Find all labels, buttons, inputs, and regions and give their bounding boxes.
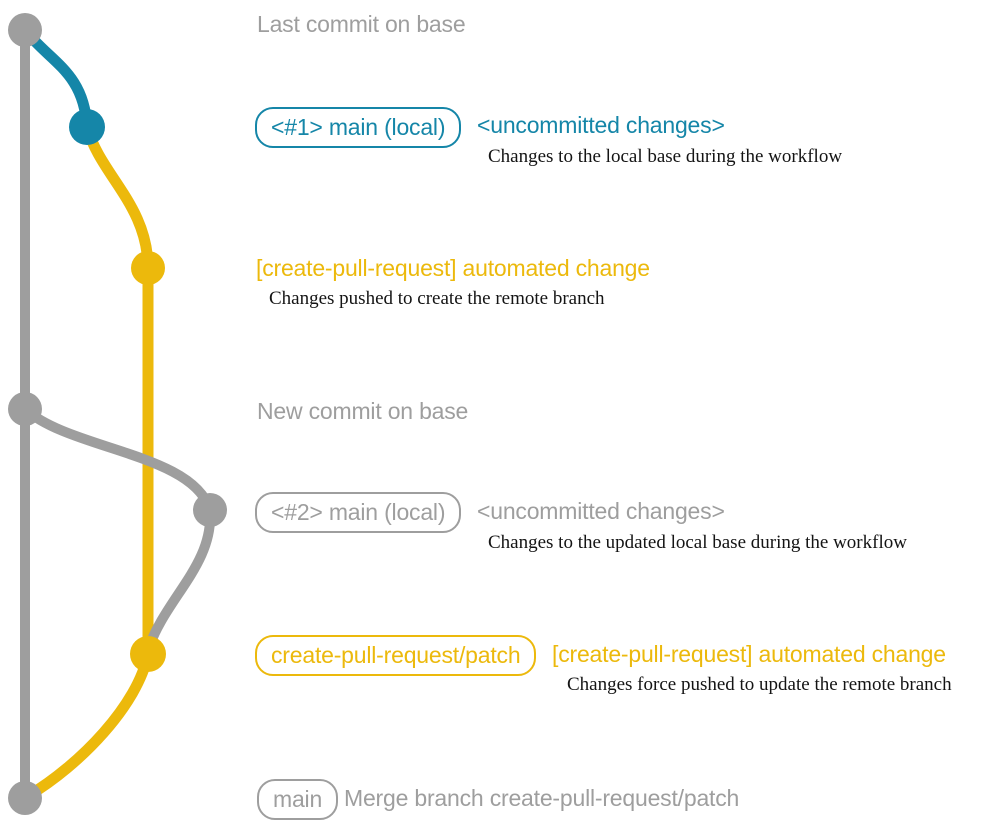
label-new-commit-on-base: New commit on base xyxy=(257,398,469,424)
commit-dot-new-commit-on-base xyxy=(8,392,42,426)
label-last-commit-on-base: Last commit on base xyxy=(257,11,466,37)
branch-curve-main-local-2-back xyxy=(143,505,216,655)
merge-curve-into-base xyxy=(22,648,154,802)
label-merge-commit: Merge branch create-pull-request/patch xyxy=(344,785,740,811)
commit-note-uncommitted-changes-2: Changes to the updated local base during… xyxy=(488,532,907,553)
commit-title-automated-change-1: [create-pull-request] automated change xyxy=(256,255,650,281)
commit-note-automated-change-2: Changes force pushed to update the remot… xyxy=(567,674,952,695)
branch-curve-main-local-2-out xyxy=(20,404,215,515)
branch-badge-create-pull-request-patch: create-pull-request/patch xyxy=(255,635,537,676)
commit-dot-automated-change-1 xyxy=(131,251,165,285)
branch-badge-main: main xyxy=(257,779,339,820)
branch-badge-main-local-2: <#2> main (local) xyxy=(255,492,462,533)
commit-note-uncommitted-changes-1: Changes to the local base during the wor… xyxy=(488,146,843,167)
commit-title-uncommitted-changes-2: <uncommitted changes> xyxy=(477,498,725,524)
branch-badge-main-local-1: <#1> main (local) xyxy=(255,107,462,148)
commit-title-uncommitted-changes-1: <uncommitted changes> xyxy=(477,112,725,138)
commit-dot-merge-commit xyxy=(8,781,42,815)
branch-line-create-pull-request-patch xyxy=(81,121,154,660)
commit-dot-last-commit-on-base xyxy=(8,13,42,47)
commit-dot-uncommitted-changes-2 xyxy=(193,493,227,527)
commit-note-automated-change-1: Changes pushed to create the remote bran… xyxy=(269,288,605,309)
commit-dot-uncommitted-changes-1 xyxy=(69,109,105,145)
commit-title-automated-change-2: [create-pull-request] automated change xyxy=(552,641,946,667)
commit-dot-automated-change-2 xyxy=(130,636,166,672)
